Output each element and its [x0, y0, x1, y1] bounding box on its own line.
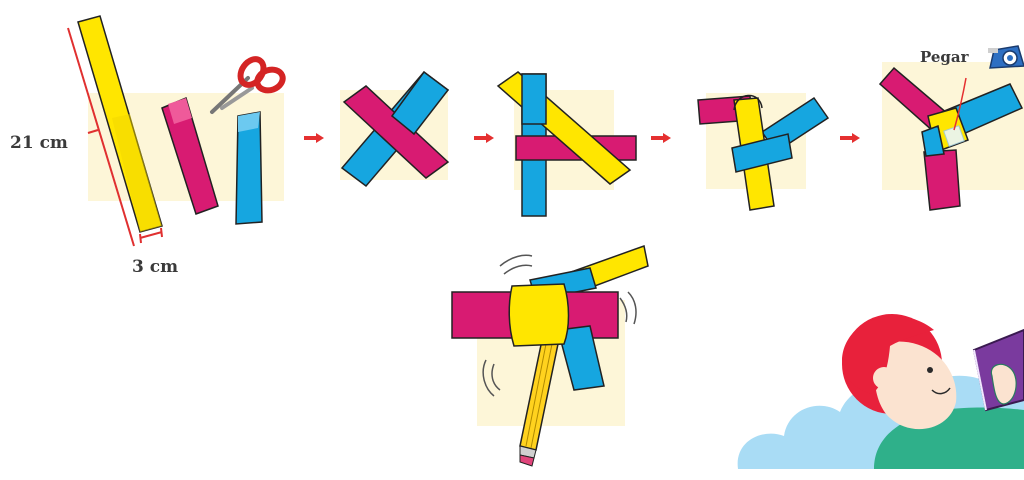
step5-illustration: [876, 56, 1024, 226]
scissors-icon: [212, 55, 286, 112]
arrow-icon: [651, 133, 671, 143]
tape-dispenser-icon: [988, 42, 1024, 72]
reading-character-illustration: [724, 290, 1024, 470]
step4-illustration: [692, 88, 832, 218]
pencil-icon: [520, 340, 558, 466]
glue-label: Pegar: [920, 48, 969, 66]
magenta-strip: [162, 98, 218, 214]
step1-illustration: [0, 0, 290, 260]
length-label: 21 cm: [10, 133, 68, 153]
step2-illustration: [330, 50, 460, 190]
arrow-icon: [840, 133, 860, 143]
cyan-strip: [236, 112, 262, 224]
pinwheel-illustration: [440, 240, 650, 480]
step3-illustration: [490, 62, 640, 222]
arrow-icon: [304, 133, 324, 143]
width-label: 3 cm: [132, 257, 178, 277]
